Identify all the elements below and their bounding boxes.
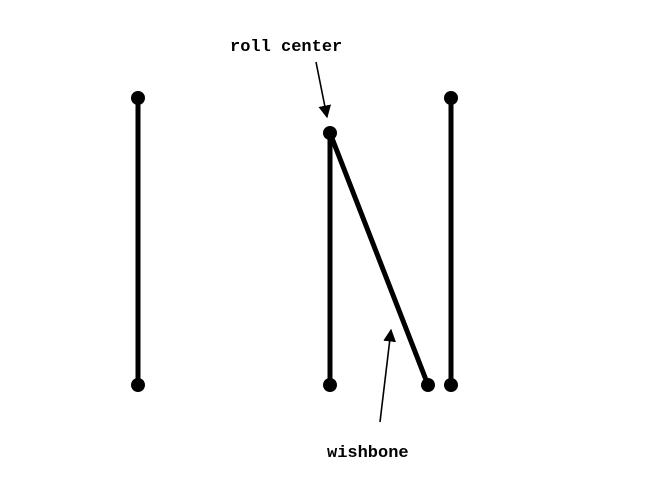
right-link (444, 91, 458, 392)
left-link (131, 91, 145, 392)
roll-center-arrow (315, 61, 332, 119)
left-link-top-joint (131, 91, 145, 105)
wishbone-link (327, 132, 435, 392)
wishbone-bar (327, 132, 431, 386)
middle-link-bottom-joint (323, 378, 337, 392)
middle-link (323, 133, 337, 392)
roll-center-joint (323, 126, 337, 140)
roll-center-label: roll center (230, 38, 342, 57)
left-link-bottom-joint (131, 378, 145, 392)
right-link-top-joint (444, 91, 458, 105)
right-link-bottom-joint (444, 378, 458, 392)
wishbone-bottom-joint (421, 378, 435, 392)
wishbone-label: wishbone (327, 444, 409, 463)
wishbone-arrow (379, 328, 396, 423)
